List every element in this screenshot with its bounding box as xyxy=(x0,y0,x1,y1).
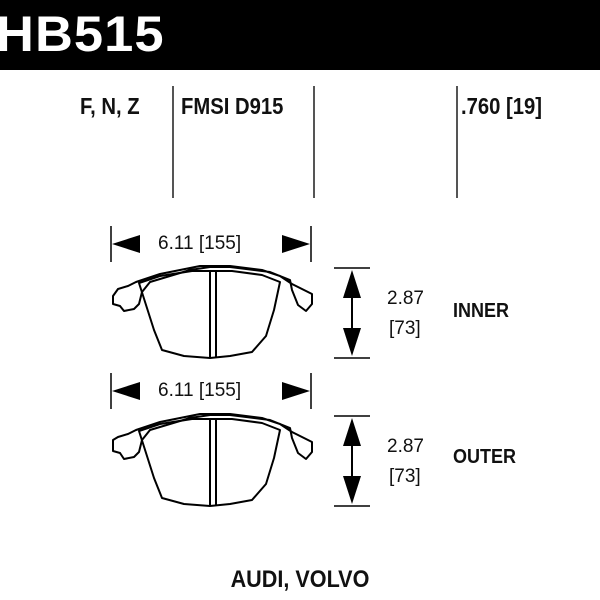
outer-height-mm: [73] xyxy=(389,466,421,487)
outer-height-dimension xyxy=(334,415,370,507)
inner-position-label: INNER xyxy=(453,300,510,322)
column-divider xyxy=(172,86,174,198)
outer-pad-friction-material xyxy=(138,418,281,507)
part-number: HB515 xyxy=(0,6,165,62)
outer-height-inches: 2.87 xyxy=(387,436,424,457)
arrow-down-icon xyxy=(343,328,361,356)
inner-height-dimension xyxy=(334,267,370,359)
arrow-up-icon xyxy=(343,418,361,446)
compound-codes: F, N, Z xyxy=(80,93,140,119)
inner-width-label: 6.11 [155] xyxy=(158,233,242,254)
fmsi-number: FMSI D915 xyxy=(181,93,284,119)
inner-pad xyxy=(110,226,370,359)
inner-pad-friction-material xyxy=(138,270,281,359)
outer-pad-backing-plate xyxy=(112,413,313,460)
inner-width-dimension xyxy=(110,226,312,262)
header-bar: HB515 xyxy=(0,0,600,70)
arrow-up-icon xyxy=(343,270,361,298)
inner-height-mm: [73] xyxy=(389,318,421,339)
column-divider xyxy=(456,86,458,198)
arrow-left-icon xyxy=(112,382,140,400)
arrow-right-icon xyxy=(282,382,310,400)
inner-pad-backing-plate xyxy=(112,265,313,312)
arrow-left-icon xyxy=(112,235,140,253)
inner-height-inches: 2.87 xyxy=(387,288,424,309)
pad-thickness: .760 [19] xyxy=(461,93,543,119)
arrow-right-icon xyxy=(282,235,310,253)
column-divider xyxy=(313,86,315,198)
arrow-down-icon xyxy=(343,476,361,504)
outer-position-label: OUTER xyxy=(453,446,516,468)
outer-width-dimension xyxy=(110,373,312,409)
outer-width-label: 6.11 [155] xyxy=(158,380,242,401)
vehicle-applications: AUDI, VOLVO xyxy=(230,566,370,593)
outer-pad xyxy=(110,373,370,507)
